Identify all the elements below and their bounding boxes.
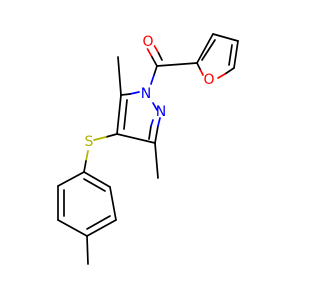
thioether-linkage [83,133,118,173]
furan-o-c2-bond-c [196,62,201,70]
pyrazole-n1-label: N [141,86,151,102]
carbonyl-double-bond-b-o [153,45,160,54]
furan-c5-o-bond-o [217,73,226,79]
furan-c4-c5-inner-bond [228,44,233,66]
furan-c4-c5-bond [233,40,239,69]
tolyl-c1-c2-bond [57,171,85,187]
pyrazole-n2-n1-bond [152,102,158,111]
carbonyl-double-bond-a-o [146,48,153,58]
pyrazole-ring [116,56,161,179]
carbonyl-n1-bond-c [153,65,158,76]
tolyl-c1-c6-bond [83,171,111,188]
furan-ring [196,33,239,79]
s-tolyl-bond-s [85,150,89,162]
carbonyl-n1-bond-n [150,74,155,85]
tolyl-methyl-bond [86,235,89,265]
pyrazole-c5-methyl-bond [117,56,122,96]
pyrazole-c3-n2-bond-c [154,125,159,144]
tolyl-ring [57,171,117,265]
pyrazole-c3-methyl-bond [154,142,159,179]
tolyl-c5-c6-bond [109,186,117,221]
furan-o-c2-bond-o [199,68,204,76]
pyrazole-n1-c5-bond-c [120,93,131,96]
pyrazole-c3-n2-inner-bond-n [150,119,154,127]
furan-oxygen-label: O [203,72,214,88]
tolyl-c3-c4-bond [57,219,88,237]
tolyl-c4-c5-inner-bond [86,215,111,230]
carbonyl-group [146,45,198,85]
molecule-structure: O O N N S [57,33,239,265]
s-tolyl-bond-c [83,160,87,173]
tolyl-c1-c6-inner-bond [83,178,106,192]
pyrazole-c5-c4-bond [116,94,122,135]
pyrazole-c4-c3-bond [116,133,156,144]
pyrazole-c3-n2-inner-bond-c [148,125,152,140]
carbonyl-furan-bond [156,62,198,67]
pyrazole-c5-c4-inner-bond [123,99,128,130]
carbonyl-oxygen-label: O [142,34,153,50]
pyrazole-s-bond-c [105,133,118,138]
pyrazole-s-bond-s [93,136,107,141]
sulfur-label: S [85,134,94,150]
molecule-canvas: O O N N S [57,33,239,265]
furan-c2-c3-bond [196,33,214,64]
pyrazole-n2-label: N [156,104,166,120]
furan-c5-o-bond-c [224,67,235,75]
pyrazole-n1-c5-bond-n [129,91,140,95]
furan-c2-c3-inner-bond [201,39,216,61]
pyrazole-c3-n2-bond-n [157,117,161,127]
furan-c3-c4-bond [212,33,239,42]
tolyl-c4-c5-bond [86,219,117,237]
carbonyl-double-bond-a-c [151,56,158,67]
carbonyl-double-bond-b-c [157,52,163,61]
